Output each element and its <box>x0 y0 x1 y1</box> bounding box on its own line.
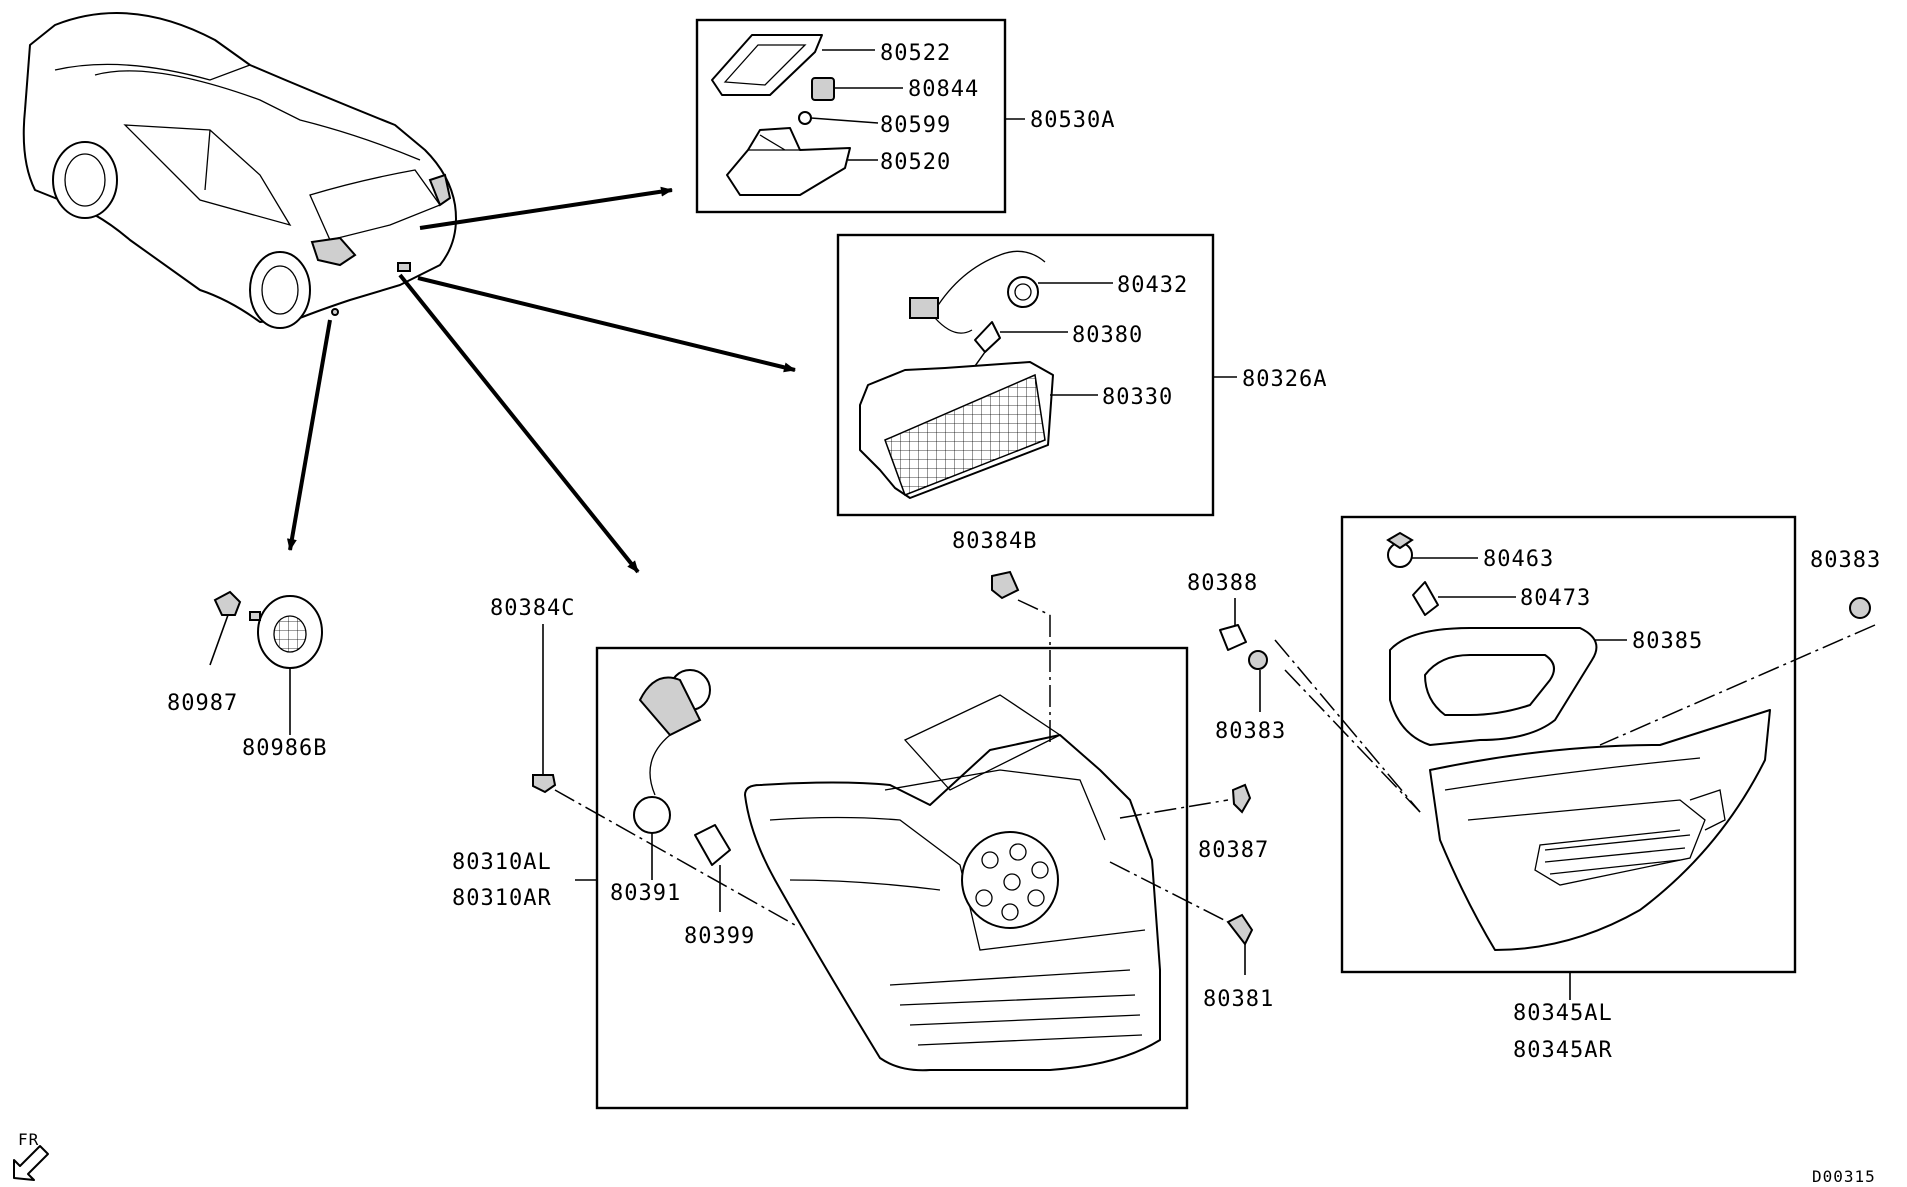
bulb-80399 <box>694 824 731 866</box>
callout-80387: 80387 <box>1198 838 1269 863</box>
callout-80310AL: 80310AL <box>452 850 552 875</box>
callout-80520: 80520 <box>880 150 951 175</box>
callout-80388: 80388 <box>1187 571 1258 596</box>
callout-80385: 80385 <box>1632 629 1703 654</box>
outer-combination-lamp <box>744 734 1161 1072</box>
screw-80381 <box>1226 913 1254 946</box>
callout-80384B: 80384B <box>952 529 1037 554</box>
bulb-80380 <box>974 321 1001 353</box>
callout-80384C: 80384C <box>490 596 575 621</box>
rear-fog-lamp-box <box>836 233 1215 517</box>
clip-80987 <box>213 590 242 616</box>
bulb-80473 <box>1412 581 1439 616</box>
callout-80987: 80987 <box>167 691 238 716</box>
license-lamp-box <box>695 18 1007 214</box>
screw-80387 <box>1231 783 1252 814</box>
leader-arrows <box>286 186 796 574</box>
callout-80381: 80381 <box>1203 987 1274 1012</box>
callout-80473: 80473 <box>1520 586 1591 611</box>
callout-80986B: 80986B <box>242 736 327 761</box>
callout-80326A: 80326A <box>1242 367 1327 392</box>
callout-80383-mid: 80383 <box>1215 719 1286 744</box>
bulb-socket <box>811 77 835 101</box>
connector <box>909 297 939 319</box>
callout-80522: 80522 <box>880 41 951 66</box>
callout-80380: 80380 <box>1072 323 1143 348</box>
front-direction-indicator: FR <box>13 1130 49 1181</box>
front-arrow-icon <box>13 1145 49 1181</box>
socket-80432 <box>1007 276 1039 308</box>
callout-80391: 80391 <box>610 881 681 906</box>
callout-80383-right: 80383 <box>1810 548 1881 573</box>
bulb <box>798 111 812 125</box>
callout-80345AR: 80345AR <box>1513 1038 1613 1063</box>
socket-80391 <box>633 796 671 834</box>
direction-label: FR <box>18 1130 39 1149</box>
callout-80310AR: 80310AR <box>452 886 552 911</box>
nut-80383-right <box>1849 597 1871 619</box>
clip-80384C <box>532 774 557 794</box>
license-lamp-group: 80522 80844 80599 80520 80530A <box>695 18 1115 214</box>
callout-80844: 80844 <box>908 77 979 102</box>
outer-lamp-box <box>595 646 1189 1110</box>
inner-combination-lamp-group: 80463 80473 80385 80345AL 80345AR <box>1340 515 1797 1063</box>
callout-80432: 80432 <box>1117 273 1188 298</box>
inner-lamp-box <box>1340 515 1797 974</box>
callout-80399: 80399 <box>684 924 755 949</box>
license-lamp-body <box>726 127 851 196</box>
side-reflector-group: 80987 80986B <box>167 590 327 761</box>
clip-80384B <box>991 570 1020 600</box>
callout-80345AL: 80345AL <box>1513 1001 1613 1026</box>
lamp-reflector-dial <box>961 831 1059 929</box>
callout-80463: 80463 <box>1483 547 1554 572</box>
callout-80330: 80330 <box>1102 385 1173 410</box>
diagram-code: D00315 <box>1812 1167 1876 1186</box>
lamp-gasket <box>711 34 823 96</box>
grommet-80388 <box>1219 624 1247 651</box>
inner-combination-lamp <box>1429 709 1771 951</box>
callout-80599: 80599 <box>880 113 951 138</box>
fasteners: 80384C 80384B 80388 80383 80387 80381 80… <box>490 529 1881 1012</box>
callout-80530A: 80530A <box>1030 108 1115 133</box>
outer-combination-lamp-group: 80391 80399 80310AL 80310AR <box>452 646 1189 1110</box>
nut-80383-mid <box>1248 650 1268 670</box>
vehicle-illustration <box>22 12 457 329</box>
rear-fog-lamp-group: 80432 80380 80330 80326A <box>836 233 1327 517</box>
